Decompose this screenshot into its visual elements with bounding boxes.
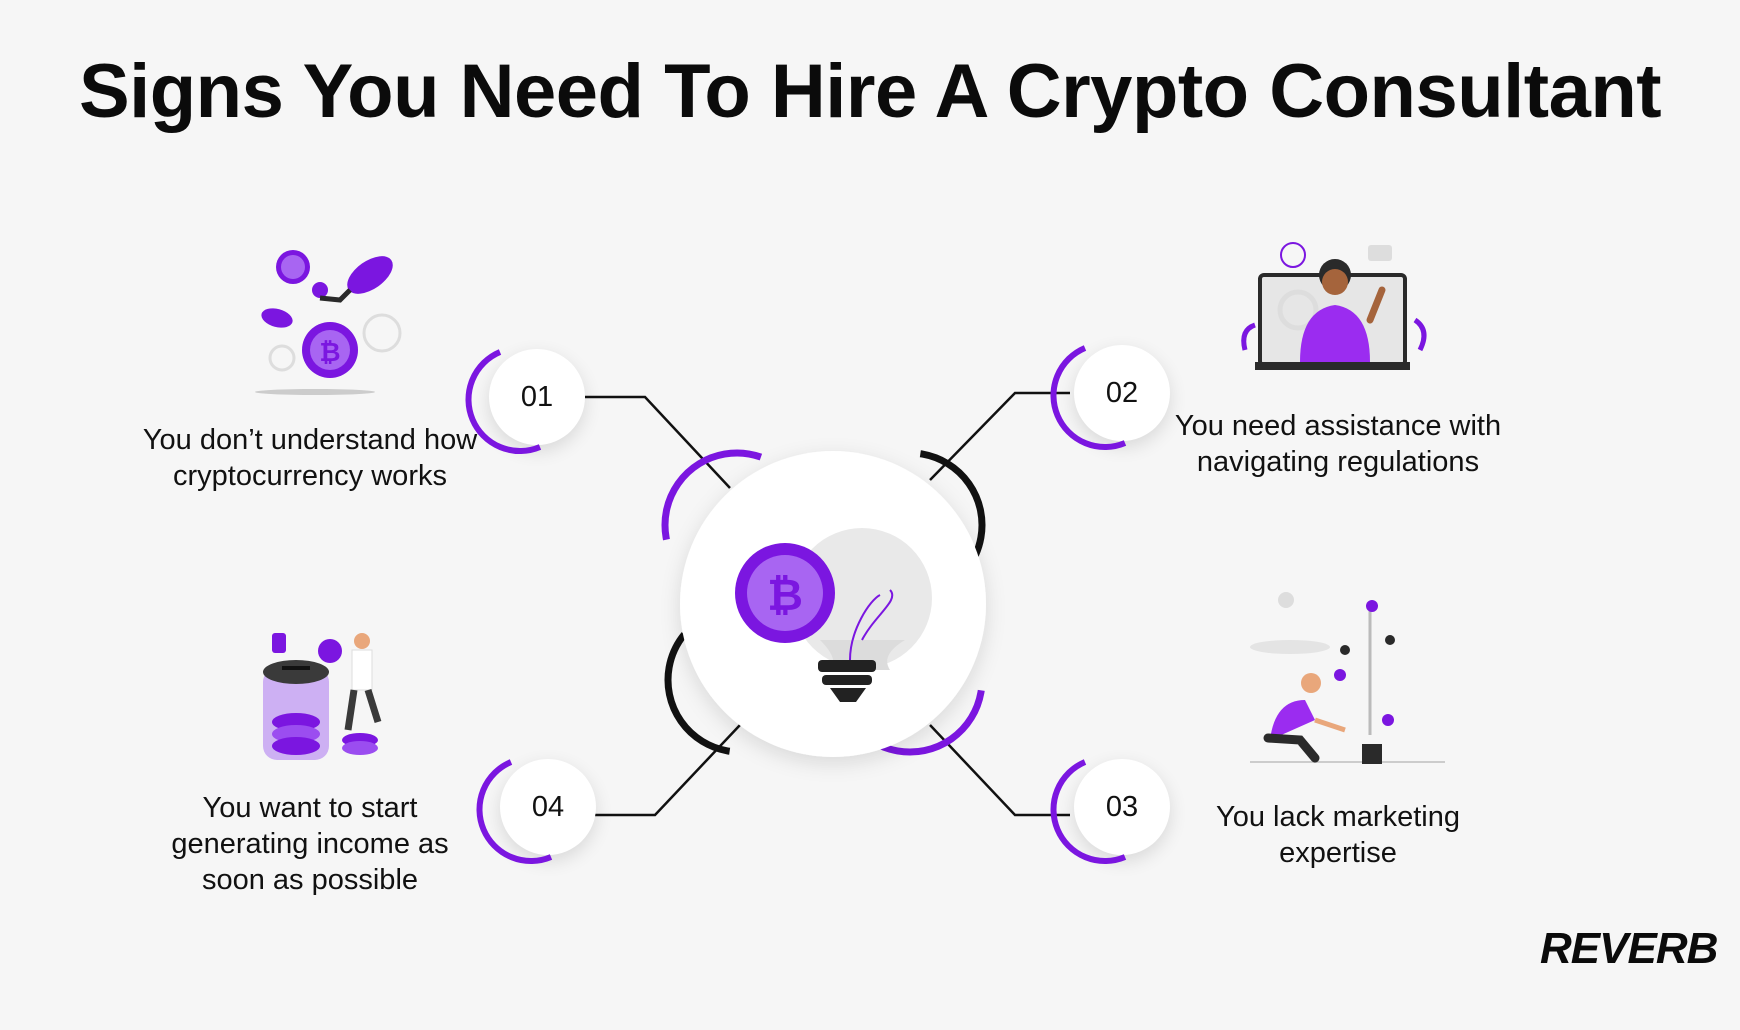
step-badge-03: 03 [1074,759,1170,855]
coins-illustration: ₿ [255,250,402,395]
svg-text:₿: ₿ [319,337,340,367]
step-badge-02: 02 [1074,345,1170,441]
page-title: Signs You Need To Hire A Crypto Consulta… [78,49,1662,134]
item-text-02: You need assistance with navigating regu… [1174,410,1502,478]
step-number: 02 [1105,376,1139,409]
coin-jar-illustration [263,633,382,760]
item-text-04: You want to start generating income as s… [171,792,449,896]
item-text-01: You don’t understand how cryptocurrency … [142,424,478,492]
reverb-logo: REVERB [1540,924,1718,973]
step-number: 03 [1105,790,1139,823]
hub-ring-bottom-left [664,604,816,756]
marketing-plant-illustration [1250,592,1445,764]
item-text-03: You lack marketing expertise [1216,801,1460,869]
hub-ring-top-right [834,449,986,601]
bulb-coin-icon: ₿ [735,528,932,702]
hub-ring-top-left [661,449,813,601]
step-badge-04: 04 [500,759,596,855]
support-agent-illustration [1241,242,1427,370]
step-badge-01: 01 [489,349,585,445]
svg-text:₿: ₿ [767,571,803,620]
connector-01 [585,395,731,489]
step-number: 04 [531,790,565,823]
step-number: 01 [520,380,554,413]
hub-ring-bottom-right [834,604,986,756]
connector-04 [590,724,741,817]
